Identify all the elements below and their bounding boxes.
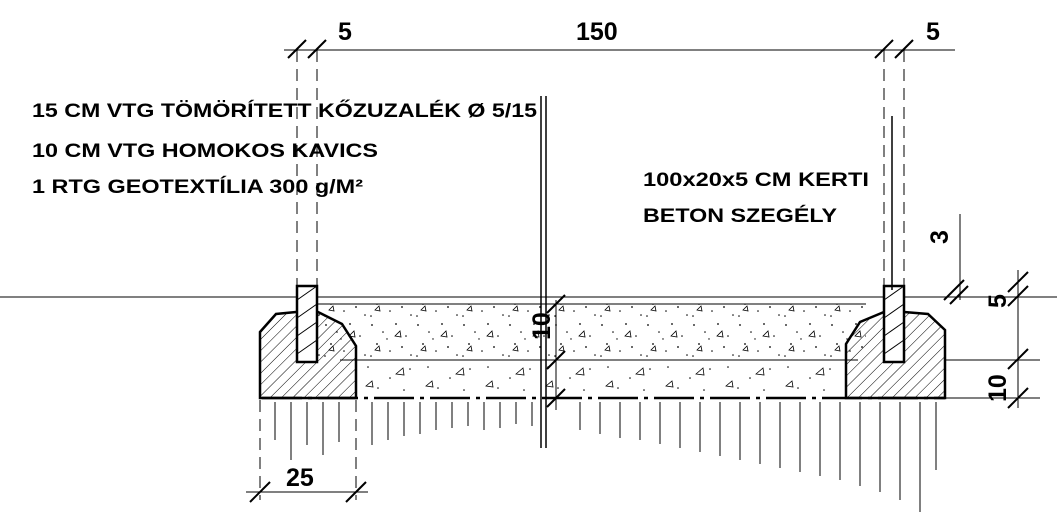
note-geotextile: 1 RTG GEOTEXTÍLIA 300 g/M²	[32, 176, 363, 198]
dim-right-10: 10	[984, 374, 1012, 402]
note-sandy-gravel: 10 CM VTG HOMOKOS KAVICS	[32, 141, 378, 162]
dim-right-3: 3	[926, 230, 954, 244]
dim-center-layer: 10	[528, 312, 556, 340]
sandy-gravel-layer	[355, 360, 845, 398]
note-curb-line-1: 100x20x5 CM KERTI	[643, 170, 869, 191]
note-curb-line-2: BETON SZEGÉLY	[643, 205, 837, 227]
dim-right-5: 5	[984, 294, 1012, 308]
dim-top-right: 5	[926, 18, 940, 46]
dim-top-left: 5	[338, 18, 352, 46]
dim-bottom-25: 25	[286, 464, 314, 492]
crushed-stone-layer	[318, 304, 866, 360]
dim-top-middle: 150	[576, 18, 618, 46]
note-crushed-stone: 15 CM VTG TÖMÖRÍTETT KŐZUZALÉK Ø 5/15	[32, 100, 538, 122]
soil-lines	[274, 402, 937, 512]
